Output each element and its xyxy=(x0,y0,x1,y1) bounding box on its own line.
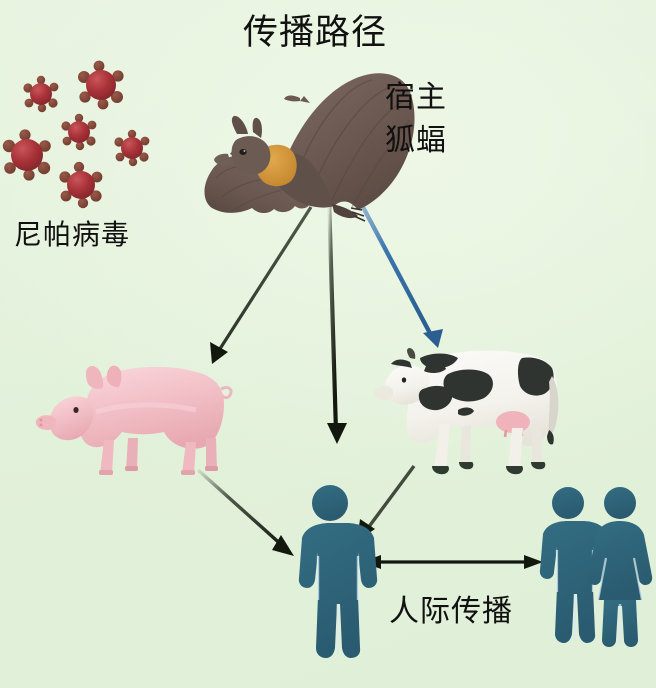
virus-particle xyxy=(61,113,97,151)
human-pair-man xyxy=(539,487,611,643)
arrow-pig-to-human xyxy=(196,468,294,556)
label-host-line2: 狐蝠 xyxy=(385,124,447,157)
label-nipah-virus: 尼帕病毒 xyxy=(14,220,131,251)
human-pair-woman xyxy=(587,487,653,647)
virus-particle xyxy=(78,60,124,110)
page-title: 传播路径 xyxy=(243,13,388,52)
virus-particle xyxy=(59,161,103,209)
human-center xyxy=(298,485,378,658)
bat-body xyxy=(204,73,415,222)
pig-body xyxy=(35,365,233,475)
arrow-bat-to-human xyxy=(326,197,347,444)
arrow-bat-to-pig xyxy=(210,206,313,364)
virus-particle xyxy=(114,129,150,167)
label-host-line1: 宿主 xyxy=(385,81,447,114)
arrow-bat-to-cow xyxy=(353,190,443,348)
cow-body xyxy=(374,348,559,475)
virus-particle xyxy=(23,75,59,113)
virus-particle xyxy=(2,129,51,181)
label-person-to-person: 人际传播 xyxy=(389,595,513,628)
